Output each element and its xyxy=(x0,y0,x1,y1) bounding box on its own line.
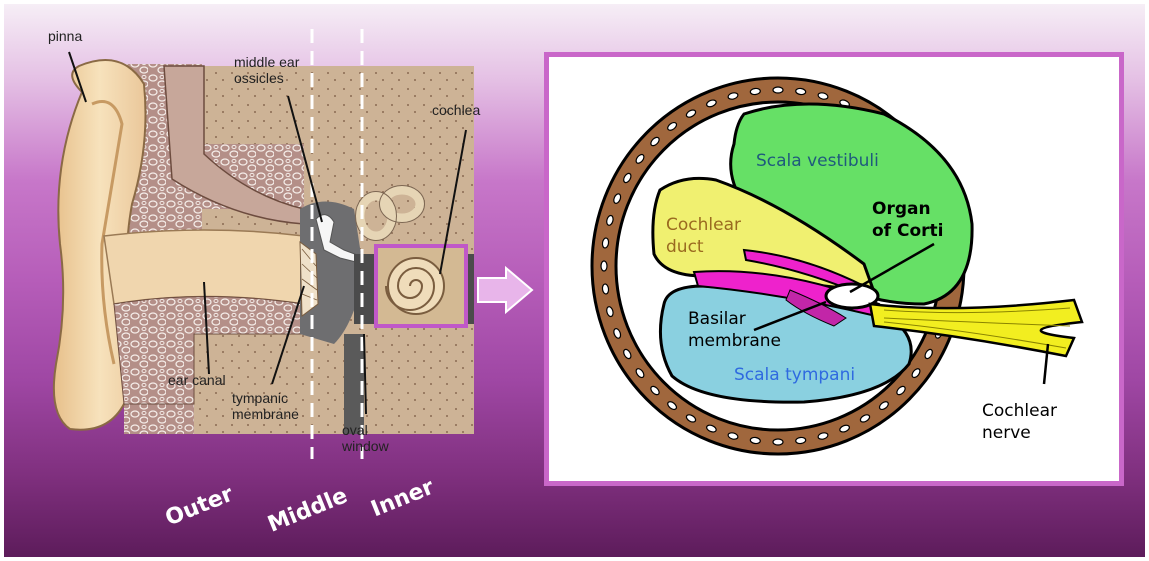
cochlear-nerve-label: Cochlear nerve xyxy=(982,400,1057,444)
slide-background: pinna middle ear ossicles cochlea ear ca… xyxy=(4,4,1145,557)
bone-hole xyxy=(773,87,783,93)
bone-hole xyxy=(773,439,783,445)
scala-vestibuli-label: Scala vestibuli xyxy=(756,150,879,172)
scala-tympani-label: Scala tympani xyxy=(734,364,855,386)
bone-hole xyxy=(601,261,607,271)
basilar-membrane-label: Basilar membrane xyxy=(688,308,781,352)
cochlea-cross-section xyxy=(4,4,1145,557)
organ-of-corti-label: Organ of Corti xyxy=(872,198,944,242)
cochlear-duct-label: Cochlear duct xyxy=(666,214,741,258)
